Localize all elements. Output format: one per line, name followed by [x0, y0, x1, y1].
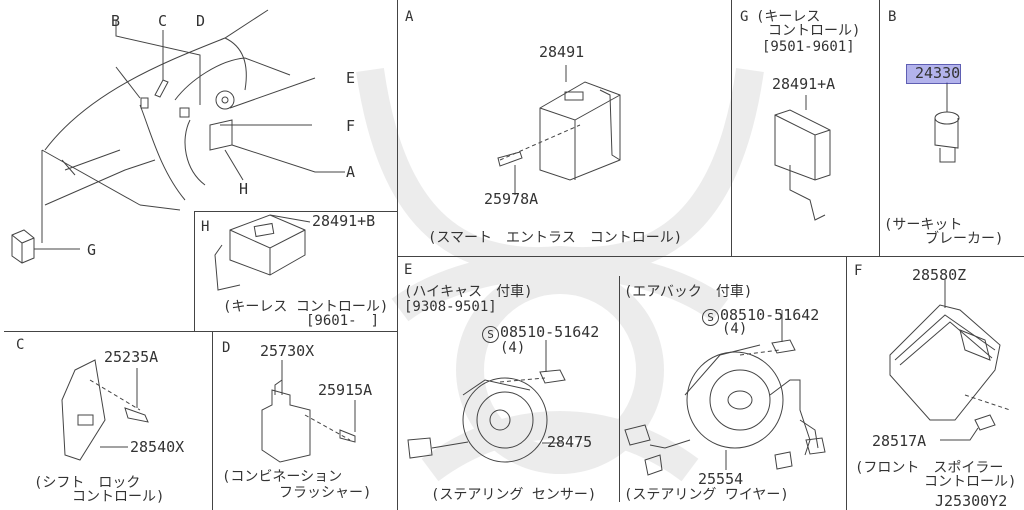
section-b-letter: B	[888, 9, 897, 25]
part-25554[interactable]: 25554	[698, 470, 744, 488]
diagram-code: J25300Y2	[935, 492, 1008, 510]
section-d-caption-1: (コンビネーション	[222, 469, 343, 485]
e-left-screw-part[interactable]: 08510-51642	[500, 323, 600, 341]
section-f-letter: F	[854, 263, 863, 279]
divider-e-inner	[619, 276, 620, 502]
e-left-heading: (ハイキャス 付車)	[404, 284, 533, 300]
part-28580z[interactable]: 28580Z	[912, 266, 967, 284]
part-25730x[interactable]: 25730X	[260, 342, 315, 360]
e-left-std-mark: S	[482, 326, 499, 343]
h-box-top	[194, 211, 397, 212]
callout-a: A	[346, 163, 356, 181]
section-a-letter: A	[405, 9, 414, 25]
section-g-letter: G	[740, 9, 749, 25]
part-25915a[interactable]: 25915A	[318, 381, 373, 399]
e-left-screw-qty: (4)	[500, 340, 526, 356]
section-h-caption: (キーレス コントロール)	[223, 299, 389, 315]
part-28491-b[interactable]: 28491+B	[312, 212, 376, 230]
section-h-date-range: [9601- ]	[306, 313, 380, 329]
e-right-caption: (ステアリング ワイヤー)	[624, 487, 789, 503]
section-d-caption-2: フラッシャー)	[279, 485, 372, 501]
part-28491[interactable]: 28491	[539, 43, 585, 61]
callout-f: F	[346, 117, 356, 135]
part-28491-a[interactable]: 28491+A	[772, 75, 836, 93]
e-left-date-range: [9308-9501]	[404, 299, 497, 315]
callout-c: C	[158, 12, 168, 30]
e-right-std-mark: S	[702, 309, 719, 326]
callout-e: E	[346, 69, 356, 87]
callout-b: B	[111, 12, 121, 30]
divider-a-g	[731, 0, 732, 256]
section-b-caption-1: (サーキット	[884, 217, 963, 233]
part-highlight	[906, 64, 961, 84]
section-f-caption-2: コントロール)	[924, 474, 1017, 490]
e-right-heading: (エアバック 付車)	[624, 284, 753, 300]
part-25235a[interactable]: 25235A	[104, 348, 159, 366]
part-24330[interactable]: 24330	[915, 64, 961, 82]
e-right-screw-part[interactable]: 08510-51642	[720, 306, 820, 324]
callout-h: H	[239, 180, 249, 198]
divider-g-b	[879, 0, 880, 256]
section-g-caption-1: (キーレス	[756, 9, 821, 25]
divider-left-horizontal	[4, 331, 397, 332]
section-g-caption-2: コントロール)	[768, 23, 861, 39]
divider-main-vertical	[397, 0, 398, 510]
part-25978a[interactable]: 25978A	[484, 190, 539, 208]
part-28475[interactable]: 28475	[547, 433, 593, 451]
callout-g: G	[87, 241, 97, 259]
section-c-caption-1: (シフト ロック	[34, 475, 141, 491]
section-f-caption-1: (フロント スポイラー	[855, 460, 1004, 476]
section-g-date-range: [9501-9601]	[762, 39, 855, 55]
divider-right-horizontal	[397, 256, 1024, 257]
e-right-screw-qty: (4)	[722, 321, 748, 337]
section-c-caption-2: コントロール)	[72, 489, 165, 505]
section-d-letter: D	[222, 340, 231, 356]
divider-e-f	[846, 256, 847, 510]
section-e-letter: E	[404, 262, 413, 278]
part-28517a[interactable]: 28517A	[872, 432, 927, 450]
section-b-caption-2: ブレーカー)	[925, 231, 1004, 247]
divider-c-d	[212, 331, 213, 510]
section-c-letter: C	[16, 337, 25, 353]
watermark-logo	[356, 68, 764, 482]
callout-d: D	[196, 12, 206, 30]
section-a-caption: (スマート エントラス コントロール)	[428, 230, 683, 246]
part-28540x[interactable]: 28540X	[130, 438, 185, 456]
section-h-letter: H	[201, 219, 210, 235]
h-box-left	[194, 211, 195, 331]
e-left-caption: (ステアリング センサー)	[431, 487, 597, 503]
